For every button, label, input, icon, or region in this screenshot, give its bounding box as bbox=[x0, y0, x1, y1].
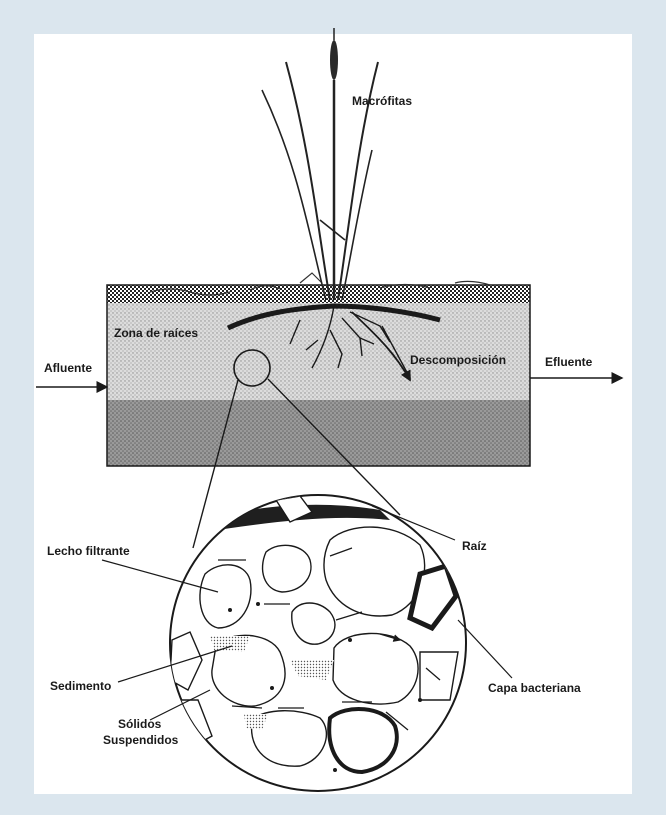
label-capa-bacteriana: Capa bacteriana bbox=[488, 681, 581, 695]
plant-seed-head bbox=[330, 40, 338, 80]
macrophyte-plant bbox=[262, 28, 378, 300]
label-suspendidos: Suspendidos bbox=[103, 733, 179, 747]
surface-layer bbox=[107, 285, 530, 303]
label-zona-raices: Zona de raíces bbox=[114, 326, 198, 340]
label-macrofitas: Macrófitas bbox=[352, 94, 412, 108]
label-afluente: Afluente bbox=[44, 361, 92, 375]
lower-gravel-layer bbox=[107, 400, 530, 466]
label-descomposicion: Descomposición bbox=[410, 353, 506, 367]
label-sedimento: Sedimento bbox=[50, 679, 111, 693]
label-solidos: Sólidos bbox=[118, 717, 162, 731]
label-efluente: Efluente bbox=[545, 355, 593, 369]
zoomed-detail bbox=[170, 495, 466, 791]
bacterial-grain bbox=[329, 709, 397, 772]
filter-bed bbox=[107, 273, 530, 466]
label-lecho-filtrante: Lecho filtrante bbox=[47, 544, 130, 558]
label-raiz: Raíz bbox=[462, 539, 487, 553]
